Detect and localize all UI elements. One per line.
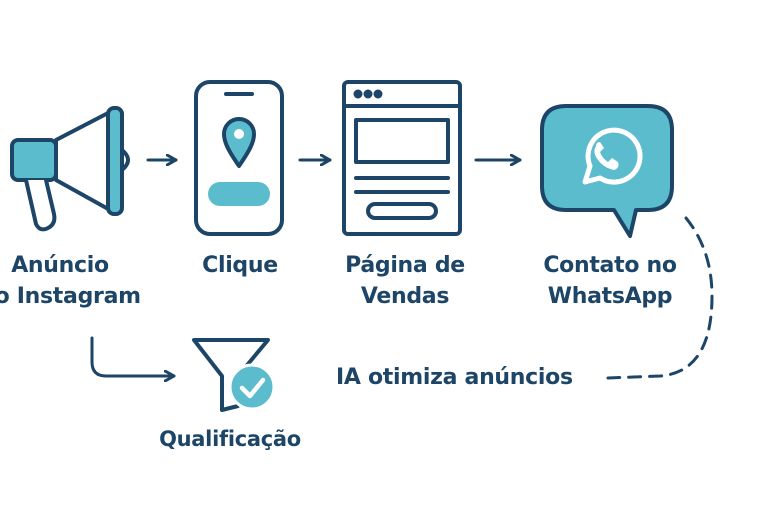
megaphone-icon [10, 106, 130, 232]
step-label-ads: Anúncio no Instagram [0, 250, 150, 312]
qualification-label: Qualificação [159, 427, 301, 451]
whatsapp-chat-icon [540, 104, 674, 238]
step-label-ads-line2: no Instagram [0, 284, 141, 309]
step-label-whatsapp-line1: Contato no [543, 253, 677, 278]
funnel-check-icon [192, 338, 276, 412]
step-label-whatsapp: Contato no WhatsApp [520, 250, 700, 312]
step-label-page: Página de Vendas [330, 250, 480, 312]
step-label-whatsapp-line2: WhatsApp [547, 284, 673, 309]
smartphone-location-icon [194, 80, 284, 236]
webpage-icon [342, 80, 462, 236]
feedback-dashed-line [606, 216, 714, 380]
step-label-ads-line1: Anúncio [11, 253, 109, 278]
feedback-label: IA otimiza anúncios [336, 365, 573, 390]
step-label-click: Clique [180, 250, 300, 281]
step-label-page-line2: Vendas [360, 284, 450, 309]
step-label-click-line1: Clique [202, 253, 278, 278]
arrow-ads-to-qualification [90, 336, 176, 376]
step-label-page-line1: Página de [345, 253, 465, 278]
